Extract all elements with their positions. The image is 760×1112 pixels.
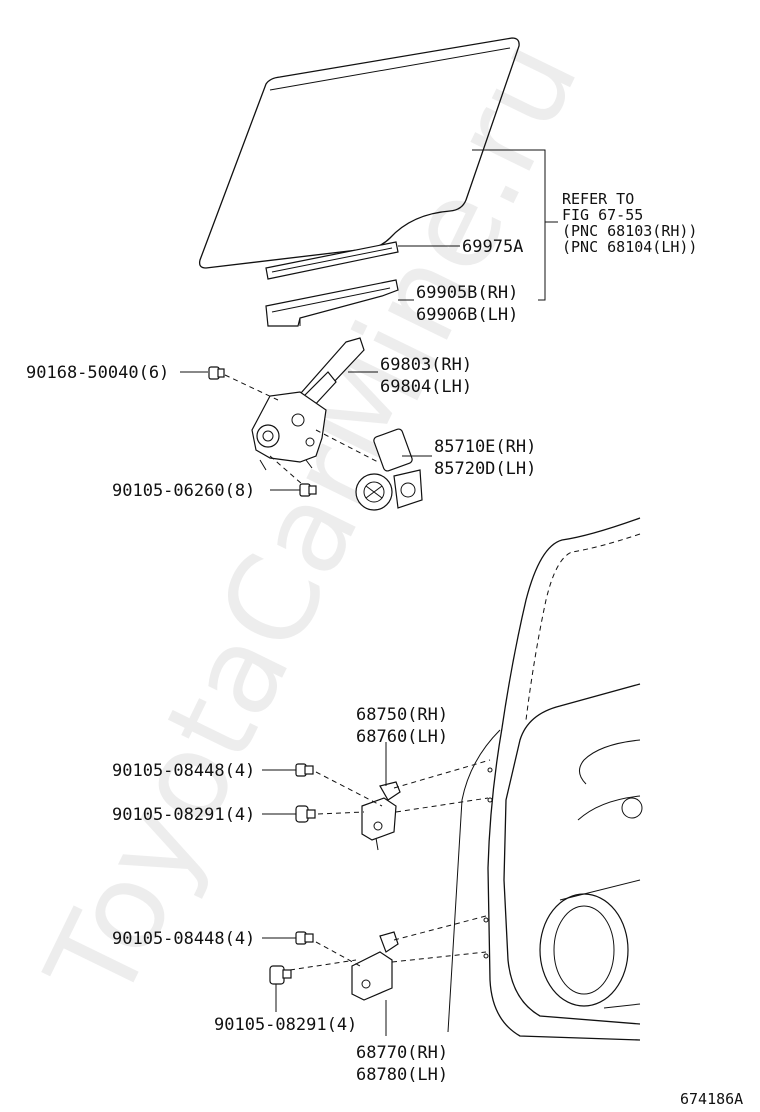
label-upper-hinge-rh: 68750(RH): [356, 705, 448, 725]
bolt-icon: [295, 763, 314, 777]
refer-bracket: [472, 149, 546, 301]
run-channel: [265, 279, 399, 327]
svg-text:(PNC 68104(LH)): (PNC 68104(LH)): [562, 238, 697, 256]
label-bolt-regulator: 90168-50040(6): [26, 363, 169, 383]
label-glass-channel: 69975A: [462, 237, 523, 257]
door-glass: [198, 37, 520, 269]
label-motor-lh: 85720D(LH): [434, 459, 536, 479]
bolt-icon: [269, 965, 292, 985]
label-run-lh: 69906B(LH): [416, 305, 518, 325]
label-regulator-lh: 69804(LH): [380, 377, 472, 397]
label-upper-bolt-a: 90105-08448(4): [112, 761, 255, 781]
label-lower-bolt-a: 90105-08448(4): [112, 929, 255, 949]
refer-note: REFER TO FIG 67-55 (PNC 68103(RH)) (PNC …: [562, 190, 697, 256]
lower-hinge: [351, 931, 399, 1001]
label-run-rh: 69905B(RH): [416, 283, 518, 303]
label-upper-bolt-b: 90105-08291(4): [112, 805, 255, 825]
window-motor: [355, 428, 423, 511]
label-lower-hinge-rh: 68770(RH): [356, 1043, 448, 1063]
figure-id: 674186A: [680, 1090, 743, 1108]
upper-hinge: [361, 781, 401, 851]
label-upper-hinge-lh: 68760(LH): [356, 727, 448, 747]
bolt-icon: [299, 483, 317, 497]
svg-text:(PNC 68103(RH)): (PNC 68103(RH)): [562, 222, 697, 240]
glass-channel: [265, 241, 399, 280]
watermark: ToyotaCarMine.ru: [21, 20, 606, 1024]
bolt-icon: [208, 366, 225, 380]
label-lower-hinge-lh: 68780(LH): [356, 1065, 448, 1085]
bolt-icon: [295, 931, 314, 945]
label-lower-bolt-b: 90105-08291(4): [214, 1015, 357, 1035]
label-bolt-motor: 90105-06260(8): [112, 481, 255, 501]
svg-text:FIG 67-55: FIG 67-55: [562, 206, 643, 224]
bolt-icon: [295, 805, 316, 823]
label-motor-rh: 85710E(RH): [434, 437, 536, 457]
window-regulator: [251, 337, 365, 471]
svg-text:REFER TO: REFER TO: [562, 190, 634, 208]
door-frame: [447, 517, 643, 1041]
label-regulator-rh: 69803(RH): [380, 355, 472, 375]
